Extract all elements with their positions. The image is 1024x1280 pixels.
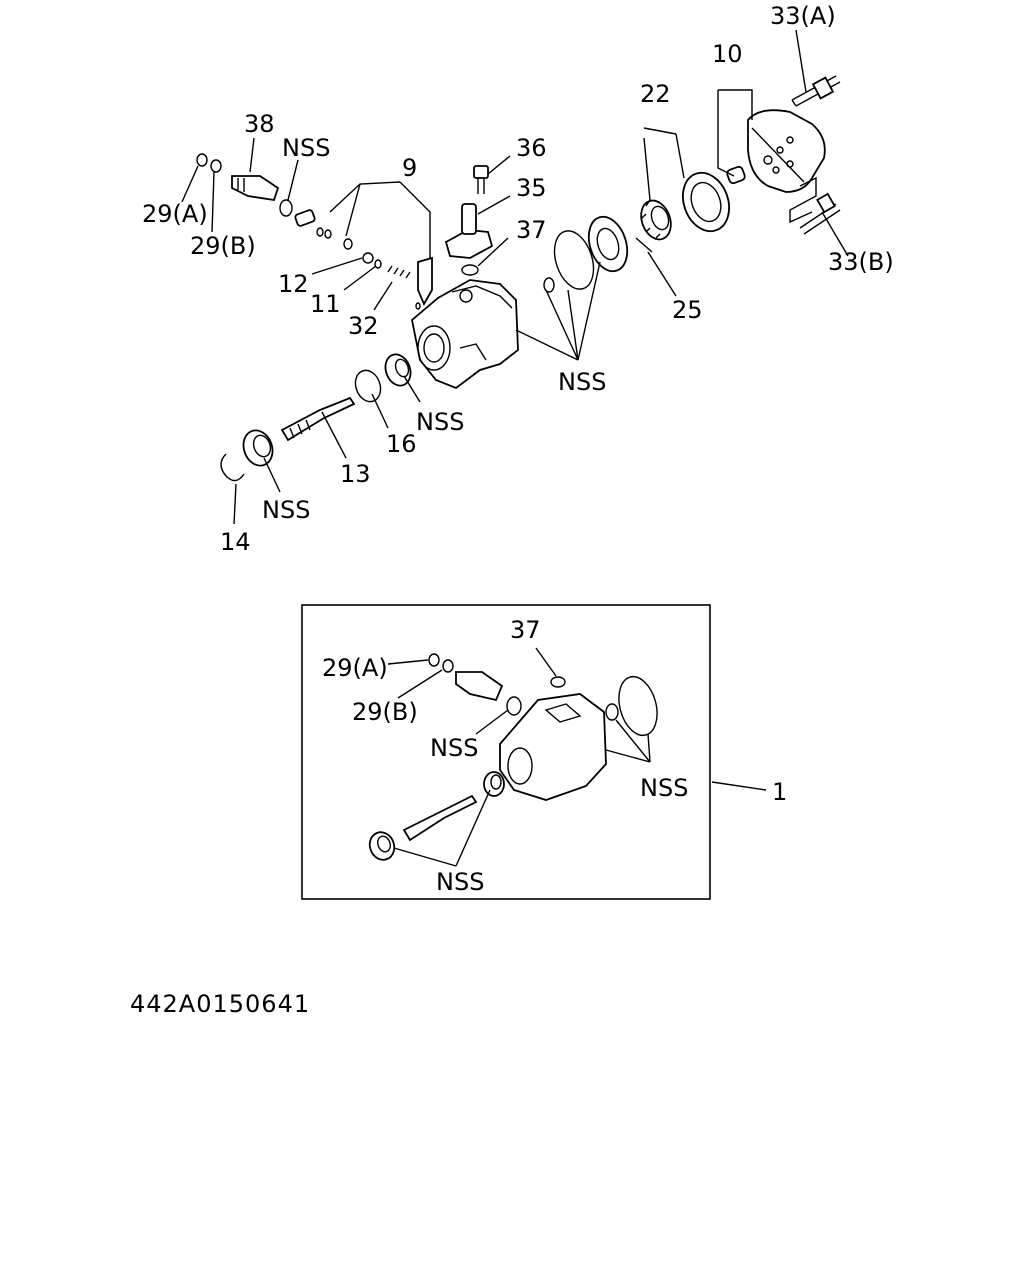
label-nss-right: NSS bbox=[558, 368, 606, 396]
label-nss-top: NSS bbox=[282, 134, 330, 162]
o-ring-large bbox=[553, 230, 595, 290]
o-ring-29a bbox=[196, 153, 208, 167]
label-35: 35 bbox=[516, 174, 547, 202]
cam-ring bbox=[682, 171, 730, 233]
flange-35 bbox=[444, 203, 494, 259]
label-33a: 33(A) bbox=[770, 2, 836, 30]
inset-label-29b: 29(B) bbox=[352, 698, 418, 726]
rear-cover-10 bbox=[747, 109, 826, 193]
inset-label-37: 37 bbox=[510, 616, 541, 644]
label-37: 37 bbox=[516, 216, 547, 244]
label-25: 25 bbox=[672, 296, 703, 324]
inset-label-nss-left: NSS bbox=[430, 734, 478, 762]
pump-body bbox=[411, 279, 519, 390]
o-ring-29b bbox=[210, 159, 222, 173]
spring-32 bbox=[387, 265, 411, 279]
side-plate bbox=[587, 215, 629, 273]
label-13: 13 bbox=[340, 460, 371, 488]
label-9: 9 bbox=[402, 154, 417, 182]
bolt-33a bbox=[791, 75, 841, 107]
inset-leader-lines bbox=[387, 647, 767, 867]
o-ring-37 bbox=[461, 264, 479, 276]
label-38: 38 bbox=[244, 110, 275, 138]
leader-lines bbox=[181, 29, 849, 525]
assembly-inset-box bbox=[301, 604, 711, 900]
bolt-36 bbox=[473, 165, 489, 194]
bearing bbox=[242, 429, 274, 467]
label-22: 22 bbox=[640, 80, 671, 108]
inset-label-nss-right: NSS bbox=[640, 774, 688, 802]
callout-labels: 33(A) 10 22 38 NSS 9 36 35 37 29(A) 29(B… bbox=[130, 2, 894, 1018]
label-nss-bearing: NSS bbox=[262, 496, 310, 524]
washer-16 bbox=[354, 369, 382, 403]
label-11: 11 bbox=[310, 290, 341, 318]
shaft-13 bbox=[280, 396, 356, 442]
label-1: 1 bbox=[772, 778, 787, 806]
label-29b: 29(B) bbox=[190, 232, 256, 260]
plug-12 bbox=[362, 252, 374, 264]
washer-nss bbox=[279, 199, 293, 217]
o-ring-small bbox=[543, 277, 555, 293]
snap-ring-14 bbox=[220, 453, 245, 482]
ring-11 bbox=[374, 259, 382, 269]
valve-parts-9 bbox=[294, 209, 433, 310]
label-16: 16 bbox=[386, 430, 417, 458]
label-12: 12 bbox=[278, 270, 309, 298]
pin-25 bbox=[635, 237, 653, 253]
figure-code: 442A0150641 bbox=[130, 990, 310, 1018]
bolt-33b bbox=[799, 192, 841, 235]
rotor-22 bbox=[640, 199, 672, 241]
inset-label-29a: 29(A) bbox=[322, 654, 388, 682]
fitting-38 bbox=[231, 175, 280, 202]
label-nss-seal: NSS bbox=[416, 408, 464, 436]
sleeve bbox=[726, 165, 746, 185]
label-33b: 33(B) bbox=[828, 248, 894, 276]
inset-assembly bbox=[368, 653, 658, 861]
upper-exploded-view bbox=[196, 75, 841, 482]
label-bracket-33b bbox=[789, 176, 817, 224]
label-14: 14 bbox=[220, 528, 251, 556]
label-29a: 29(A) bbox=[142, 200, 208, 228]
oil-seal bbox=[384, 353, 412, 387]
inset-label-nss-bottom: NSS bbox=[436, 868, 484, 896]
label-36: 36 bbox=[516, 134, 547, 162]
label-32: 32 bbox=[348, 312, 379, 340]
label-10: 10 bbox=[712, 40, 743, 68]
